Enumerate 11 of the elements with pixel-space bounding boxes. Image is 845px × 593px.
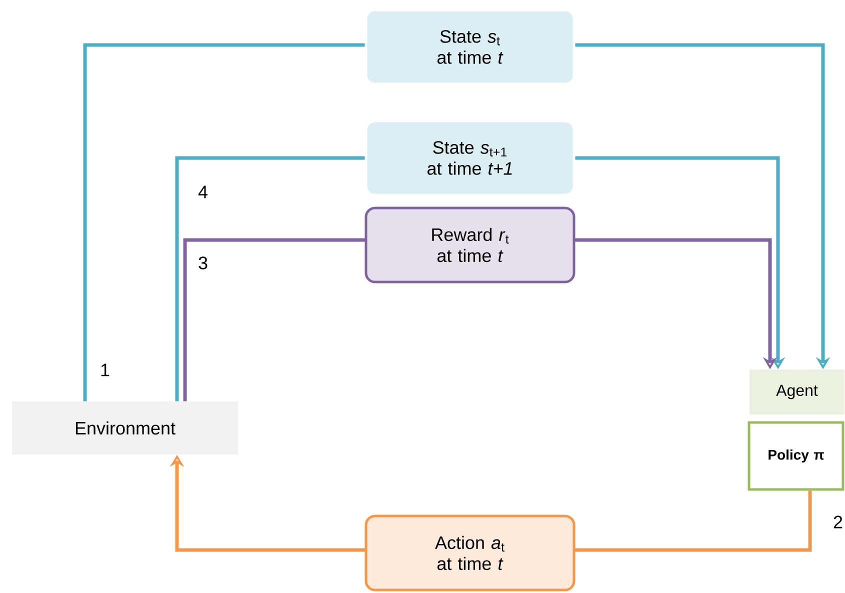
environment-box: Environment <box>12 402 238 454</box>
edge-label: State s$_{t+1}$ at time t+1 <box>364 120 576 196</box>
policy-box: Policy π <box>748 421 844 491</box>
agent-box: Agent <box>750 370 844 414</box>
step-number: 1 <box>101 364 110 376</box>
step-number: 3 <box>198 256 208 270</box>
step-number: 2 <box>834 516 842 528</box>
edge-label: State s$_{t}$ at time t <box>364 8 576 86</box>
edge-label: Reward r$_{t}$ at time t <box>364 206 576 284</box>
edge-label: Action a$_{t}$ at time t <box>364 514 576 592</box>
step-number: 4 <box>198 186 208 198</box>
